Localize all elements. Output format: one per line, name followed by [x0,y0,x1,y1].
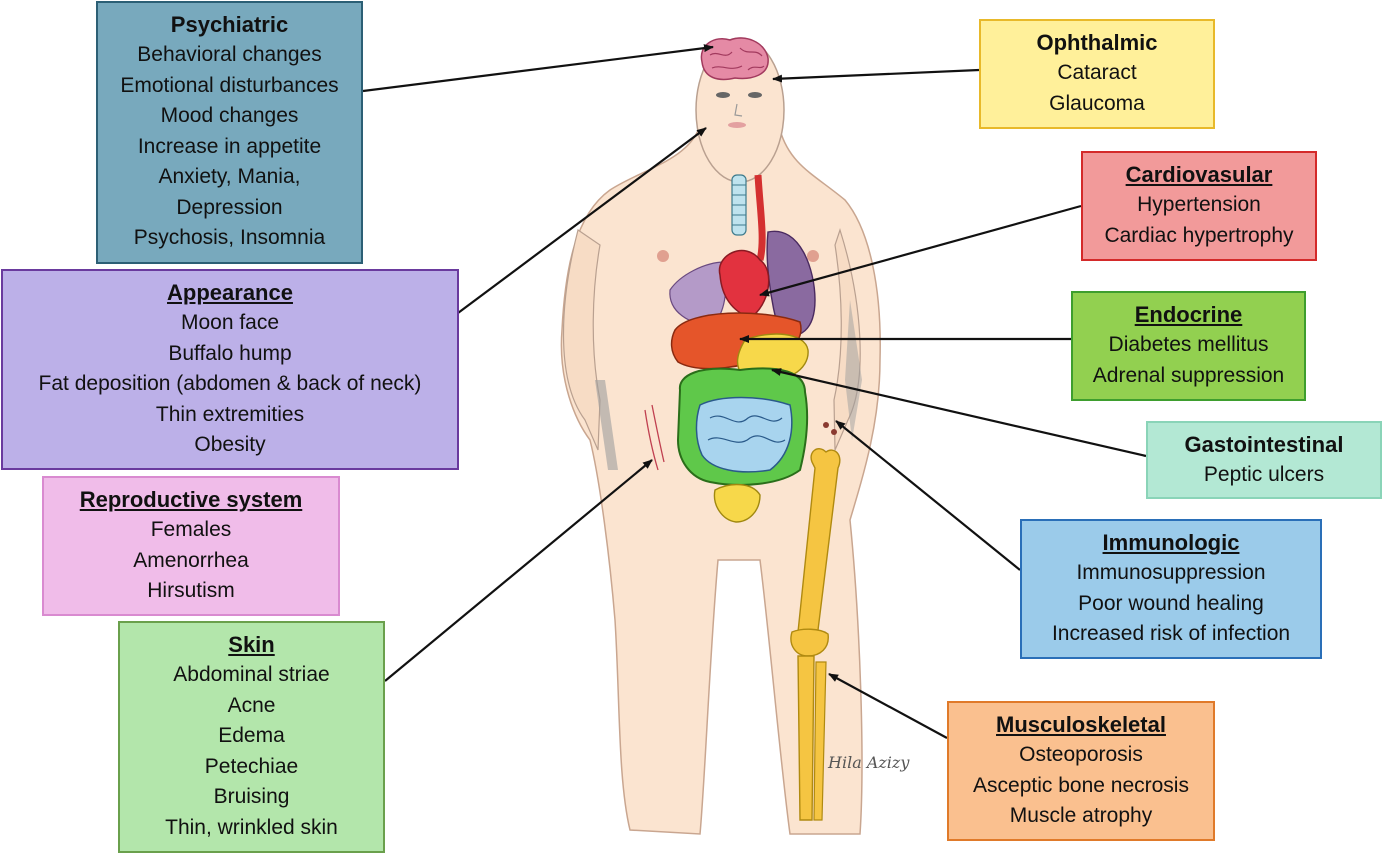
reproductive-title: Reproductive system [79,487,303,512]
skin-item: Edema [218,724,285,747]
reproductive-item: Amenorrhea [133,548,249,572]
musculoskeletal-item: Osteoporosis [1019,743,1143,766]
psychiatric-title: Psychiatric [170,12,289,37]
reproductive-item: Hirsutism [147,579,235,602]
psychiatric-item: Depression [176,195,283,219]
appearance-item: Moon face [180,311,280,334]
immunologic-title: Immunologic [1102,530,1240,555]
gastrointestinal-title: Gastointestinal [1184,432,1344,457]
psychiatric-item: Psychosis, Insomnia [133,226,326,249]
psychiatric-item: Mood changes [160,104,299,127]
gastrointestinal-box: Gastointestinal Peptic ulcers [1146,421,1382,499]
gastrointestinal-list: Peptic ulcers [1148,460,1380,491]
musculoskeletal-title: Musculoskeletal [996,712,1166,737]
ophthalmic-item: Glaucoma [1049,91,1145,115]
skin-item: Abdominal striae [173,663,330,686]
body-silhouette [560,37,881,835]
skin-item: Acne [227,693,276,717]
appearance-item: Thin extremities [155,402,305,426]
skin-title: Skin [228,632,275,657]
immunologic-item: Poor wound healing [1078,591,1264,615]
cardiovascular-item: Hypertension [1137,193,1261,216]
ophthalmic-item: Cataract [1057,61,1137,84]
musculoskeletal-item: Muscle atrophy [1009,804,1153,827]
appearance-title: Appearance [167,280,293,305]
gastrointestinal-item: Peptic ulcers [1203,463,1325,486]
immunologic-item: Immunosuppression [1076,561,1266,584]
ophthalmic-title: Ophthalmic [1036,30,1158,55]
psychiatric-item: Increase in appetite [137,134,322,158]
appearance-item: Buffalo hump [168,341,292,365]
skin-item: Thin, wrinkled skin [165,815,338,839]
appearance-item: Fat deposition (abdomen & back of neck) [38,372,422,395]
skin-item: Petechiae [204,754,299,778]
endocrine-item: Diabetes mellitus [1108,333,1269,356]
endocrine-item: Adrenal suppression [1092,363,1285,387]
tibia-icon [797,655,815,821]
cardiovascular-item: Cardiac hypertrophy [1104,223,1294,247]
psychiatric-item: Anxiety, Mania, [158,165,301,188]
artist-signature: Hila Azizy [827,753,910,772]
immunologic-item: Increased risk of infection [1051,622,1291,645]
psychiatric-item: Behavioral changes [137,43,322,66]
brain-icon [700,37,769,81]
endocrine-title: Endocrine [1134,302,1243,327]
cardiovascular-title: Cardiovasular [1125,162,1273,187]
appearance-item: Obesity [194,433,266,456]
musculoskeletal-item: Asceptic bone necrosis [973,773,1189,797]
psychiatric-item: Emotional disturbances [120,73,339,97]
skin-item: Bruising [213,785,290,808]
reproductive-item: Females [150,518,232,541]
